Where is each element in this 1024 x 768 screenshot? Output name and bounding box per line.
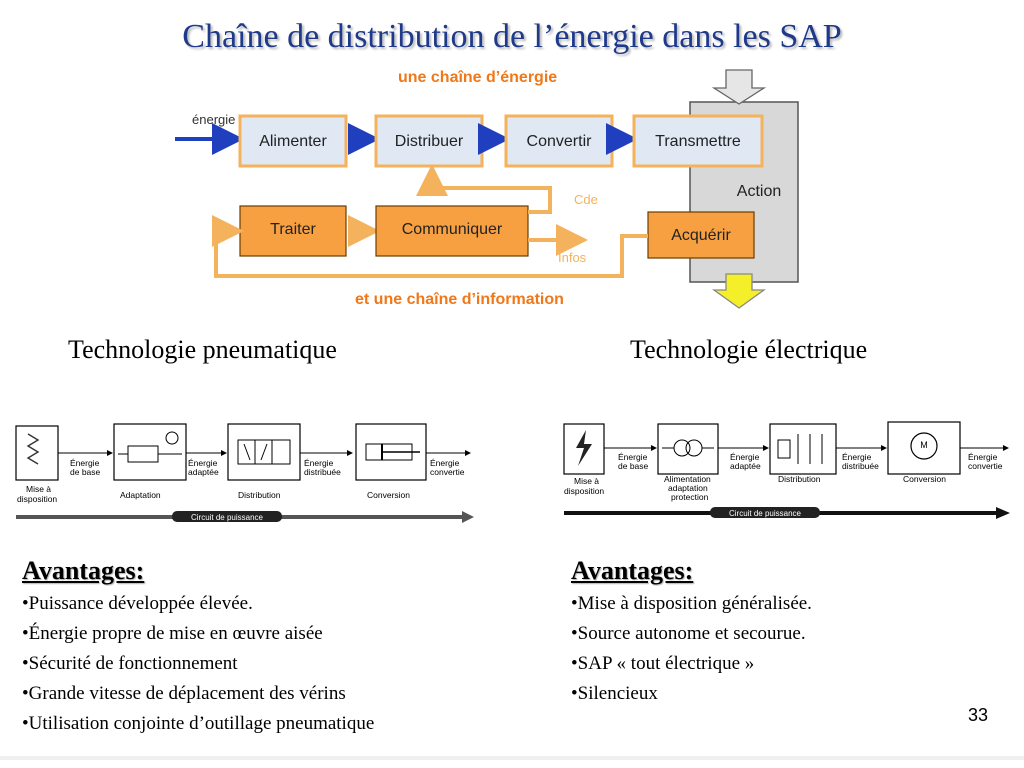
- energy-chain-header: une chaîne d’énergie: [398, 69, 557, 86]
- block-alimenter: [238, 114, 348, 168]
- block-acquerir: [647, 211, 755, 259]
- electric-advantage-item: •Mise à disposition généralisée.: [571, 593, 812, 614]
- electric-advantage-item: •Source autonome et secourue.: [571, 623, 806, 644]
- electric-advantages-title: Avantages:: [571, 556, 694, 585]
- elec-energie-convertie-1: Énergie: [968, 452, 998, 462]
- elec-mise-disposition-2: disposition: [564, 486, 604, 496]
- block-transmettre-label: Transmettre: [655, 133, 741, 150]
- feedback-loop: [212, 215, 648, 278]
- bottom-divider: [0, 756, 1024, 760]
- pneumatic-advantages-title: Avantages:: [22, 556, 145, 585]
- elec-alimentation-1: Alimentation: [664, 474, 711, 484]
- cde-label: Cde: [574, 192, 598, 207]
- pneumatic-advantage-item: •Sécurité de fonctionnement: [22, 653, 238, 674]
- pneu-circuit-label: Circuit de puissance: [191, 513, 264, 522]
- info-chain-header: et une chaîne d’information: [355, 291, 564, 308]
- elec-distribution-label: Distribution: [778, 474, 821, 484]
- pneu-energie-base-1: Énergie: [70, 458, 100, 468]
- pneumatic-advantage-item: •Grande vitesse de déplacement des vérin…: [22, 683, 346, 704]
- electric-diagram: Énergie de base Mise à disposition Énerg…: [563, 421, 1010, 519]
- block-alimenter-label: Alimenter: [259, 133, 327, 150]
- pneu-energie-adaptee-1: Énergie: [188, 458, 218, 468]
- elec-energie-adaptee-1: Énergie: [730, 452, 760, 462]
- pneu-mise-disposition-2: disposition: [17, 494, 57, 504]
- pneu-energie-distribuee-1: Énergie: [304, 458, 334, 468]
- pneu-distribution-label: Distribution: [238, 490, 281, 500]
- energy-input-label: énergie: [192, 112, 235, 127]
- yellow-output-arrow: [711, 273, 767, 309]
- block-distribuer-label: Distribuer: [395, 133, 464, 150]
- block-traiter-label: Traiter: [270, 221, 316, 238]
- pneu-adaptation-label: Adaptation: [120, 490, 161, 500]
- top-input-arrow: [711, 69, 767, 105]
- elec-motor-icon: [910, 432, 938, 460]
- pneu-adaptation-box: [113, 423, 187, 481]
- pneu-source-icon: [26, 433, 40, 465]
- electric-heading: Technologie électrique: [630, 335, 868, 364]
- electric-advantage-item: •Silencieux: [571, 683, 658, 704]
- pneu-energie-base-2: de base: [70, 467, 101, 477]
- elec-conversion-label: Conversion: [903, 474, 946, 484]
- electric-advantage-item: •SAP « tout électrique »: [571, 653, 755, 674]
- block-traiter: [239, 205, 347, 257]
- pneu-energie-convertie-2: convertie: [430, 467, 465, 477]
- elec-alimentation-box: [657, 423, 719, 475]
- elec-lightning-icon: [576, 430, 592, 466]
- energy-chain-diagram: une chaîne d’énergie et une chaîne d’inf…: [175, 69, 799, 309]
- elec-alimentation-3: protection: [671, 492, 709, 502]
- block-transmettre: [632, 114, 764, 168]
- pneu-energie-convertie-1: Énergie: [430, 458, 460, 468]
- elec-conversion-box: [887, 421, 961, 475]
- electric-advantages: Avantages: •Mise à disposition généralis…: [571, 555, 812, 709]
- block-convertir-label: Convertir: [527, 133, 593, 150]
- pneumatic-advantage-item: •Utilisation conjointe d’outillage pneum…: [22, 713, 375, 734]
- elec-energie-convertie-2: convertie: [968, 461, 1003, 471]
- pneumatic-heading: Technologie pneumatique: [68, 335, 337, 364]
- elec-motor-label: M: [920, 440, 928, 450]
- infos-label: Infos: [558, 250, 587, 265]
- pneu-energie-adaptee-2: adaptée: [188, 467, 219, 477]
- pneumatic-advantage-item: •Puissance développée élevée.: [22, 593, 253, 614]
- elec-energie-distribuee-1: Énergie: [842, 452, 872, 462]
- block-distribuer: [374, 114, 484, 168]
- elec-energie-distribuee-2: distribuée: [842, 461, 879, 471]
- elec-energie-base-1: Énergie: [618, 452, 648, 462]
- pneu-mise-disposition-1: Mise à: [26, 484, 51, 494]
- pneumatic-diagram: Énergie de base Mise à disposition Énerg…: [15, 423, 474, 523]
- block-communiquer: [375, 205, 529, 257]
- pneu-energie-distribuee-2: distribuée: [304, 467, 341, 477]
- slide-title: Chaîne de distribution de l’énergie dans…: [182, 18, 842, 55]
- pneumatic-advantages: Avantages: •Puissance développée élevée.…: [22, 555, 374, 739]
- cde-arrow: [416, 164, 552, 214]
- elec-alimentation-2: adaptation: [668, 483, 708, 493]
- elec-distribution-box: [769, 423, 837, 475]
- block-communiquer-label: Communiquer: [402, 221, 503, 238]
- pneumatic-advantage-item: •Énergie propre de mise en œuvre aisée: [22, 623, 323, 644]
- pneu-conversion-label: Conversion: [367, 490, 410, 500]
- elec-circuit-label: Circuit de puissance: [729, 509, 802, 518]
- elec-mise-disposition-1: Mise à: [574, 476, 599, 486]
- page-number: 33: [967, 705, 988, 725]
- elec-energie-base-2: de base: [618, 461, 649, 471]
- action-label: Action: [737, 183, 781, 200]
- block-acquerir-label: Acquérir: [671, 227, 731, 244]
- elec-energie-adaptee-2: adaptée: [730, 461, 761, 471]
